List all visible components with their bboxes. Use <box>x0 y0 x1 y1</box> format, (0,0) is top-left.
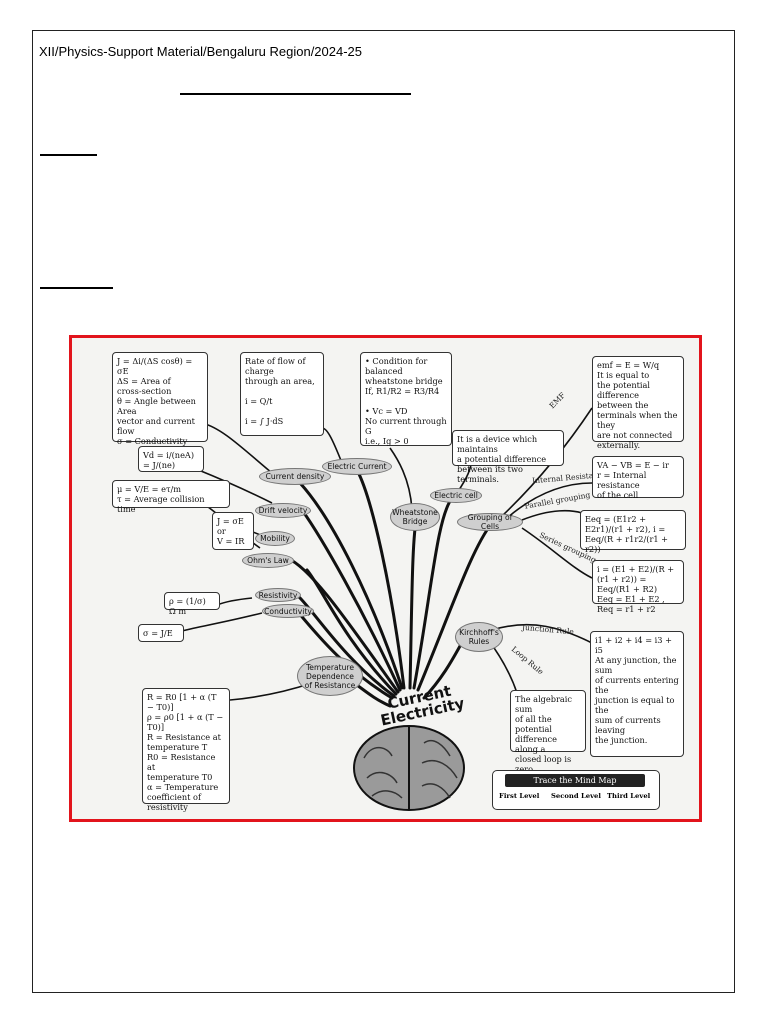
node-electric-cell: Electric cell <box>430 488 482 503</box>
box-mobility: μ = V/E = eτ/m τ = Average collision tim… <box>112 480 230 514</box>
node-ohms-law: Ohm's Law <box>242 553 294 568</box>
brain-icon <box>353 725 465 811</box>
branch-cond-box <box>181 612 263 632</box>
box-parallel-grouping: Eeq = (E1r2 + E2r1)/(r1 + r2), i = Eeq/(… <box>580 510 686 554</box>
branch-junction <box>491 623 593 644</box>
section-underline-2 <box>40 287 113 289</box>
legend-second-level: Second Level <box>551 792 601 800</box>
box-ohms-law: J = σE or V = IR <box>212 512 254 550</box>
branch-wb-box <box>389 447 413 511</box>
branch-res-box <box>216 597 253 606</box>
branch-conductivity <box>295 609 394 700</box>
box-electric-cell: It is a device which maintains a potenti… <box>452 430 564 484</box>
node-resistivity: Resistivity <box>255 588 301 602</box>
branch-electric-current <box>355 468 406 690</box>
box-temperature: R = R0 [1 + α (T − T0)] ρ = ρ0 [1 + α (T… <box>142 688 230 812</box>
branch-ohms-law <box>305 568 398 696</box>
branch-internal <box>506 482 593 519</box>
node-drift-velocity: Drift velocity <box>255 503 311 518</box>
branch-wheatstone <box>408 513 419 690</box>
branch-current-density <box>298 481 404 690</box>
box-series-grouping: i = (E1 + E2)/(R + (r1 + r2)) = Eeq/(R1 … <box>592 560 684 614</box>
branch-cd-box <box>201 422 273 474</box>
branch-drift-velocity <box>300 508 402 692</box>
branch-grouping <box>416 521 494 692</box>
box-junction-rule: i1 + i2 + i4 = i3 + i5 At any junction, … <box>590 631 684 757</box>
title-underline <box>180 93 411 95</box>
node-grouping-of-cells: Grouping of Cells <box>457 513 523 531</box>
branch-electric-cell <box>412 496 454 690</box>
page-border <box>32 30 735 993</box>
branch-resistivity <box>295 593 396 698</box>
section-underline-1 <box>40 154 97 156</box>
node-wheatstone-bridge: Wheatstone Bridge <box>390 503 440 531</box>
branch-ec-box <box>321 427 343 464</box>
box-drift-velocity: Vd = i/(neA) = J/(ne) <box>138 446 204 472</box>
node-temperature-dependence: Temperature Dependence of Resistance <box>297 656 363 696</box>
node-conductivity: Conductivity <box>262 604 314 618</box>
branch-parallel <box>521 509 583 521</box>
node-kirchhoffs-rules: Kirchhoff's Rules <box>455 622 503 652</box>
box-conductivity: σ = J/E <box>138 624 184 642</box>
branch-mobility <box>285 556 400 694</box>
current-electricity-mind-map: Current Electricity Current density Elec… <box>69 335 702 822</box>
box-internal-resistance: VA − VB = E − ir r = Internal resistance… <box>592 456 684 500</box>
box-loop-rule: The algebraic sum of all the potential d… <box>510 690 586 784</box>
legend-third-level: Third Level <box>607 792 651 800</box>
legend-title: Trace the Mind Map <box>505 774 645 787</box>
branch-temp-box <box>229 682 313 701</box>
node-mobility: Mobility <box>255 531 295 546</box>
box-electric-current: Rate of flow of charge through an area, … <box>240 352 324 436</box>
box-wheatstone: • Condition for balanced wheatstone brid… <box>360 352 452 446</box>
legend-first-level: First Level <box>499 792 540 800</box>
box-emf: emf = E = W/q It is equal to the potenti… <box>592 356 684 450</box>
node-electric-current: Electric Current <box>322 458 392 475</box>
legend: Trace the Mind Map First Level Second Le… <box>492 770 660 810</box>
box-resistivity: ρ = (1/σ) Ω m <box>164 592 220 616</box>
page-header: XII/Physics-Support Material/Bengaluru R… <box>39 44 363 59</box>
box-current-density: J = Δi/(ΔS cosθ) = σE ΔS = Area of cross… <box>112 352 208 446</box>
node-current-density: Current density <box>259 468 331 485</box>
branch-series <box>521 527 593 579</box>
